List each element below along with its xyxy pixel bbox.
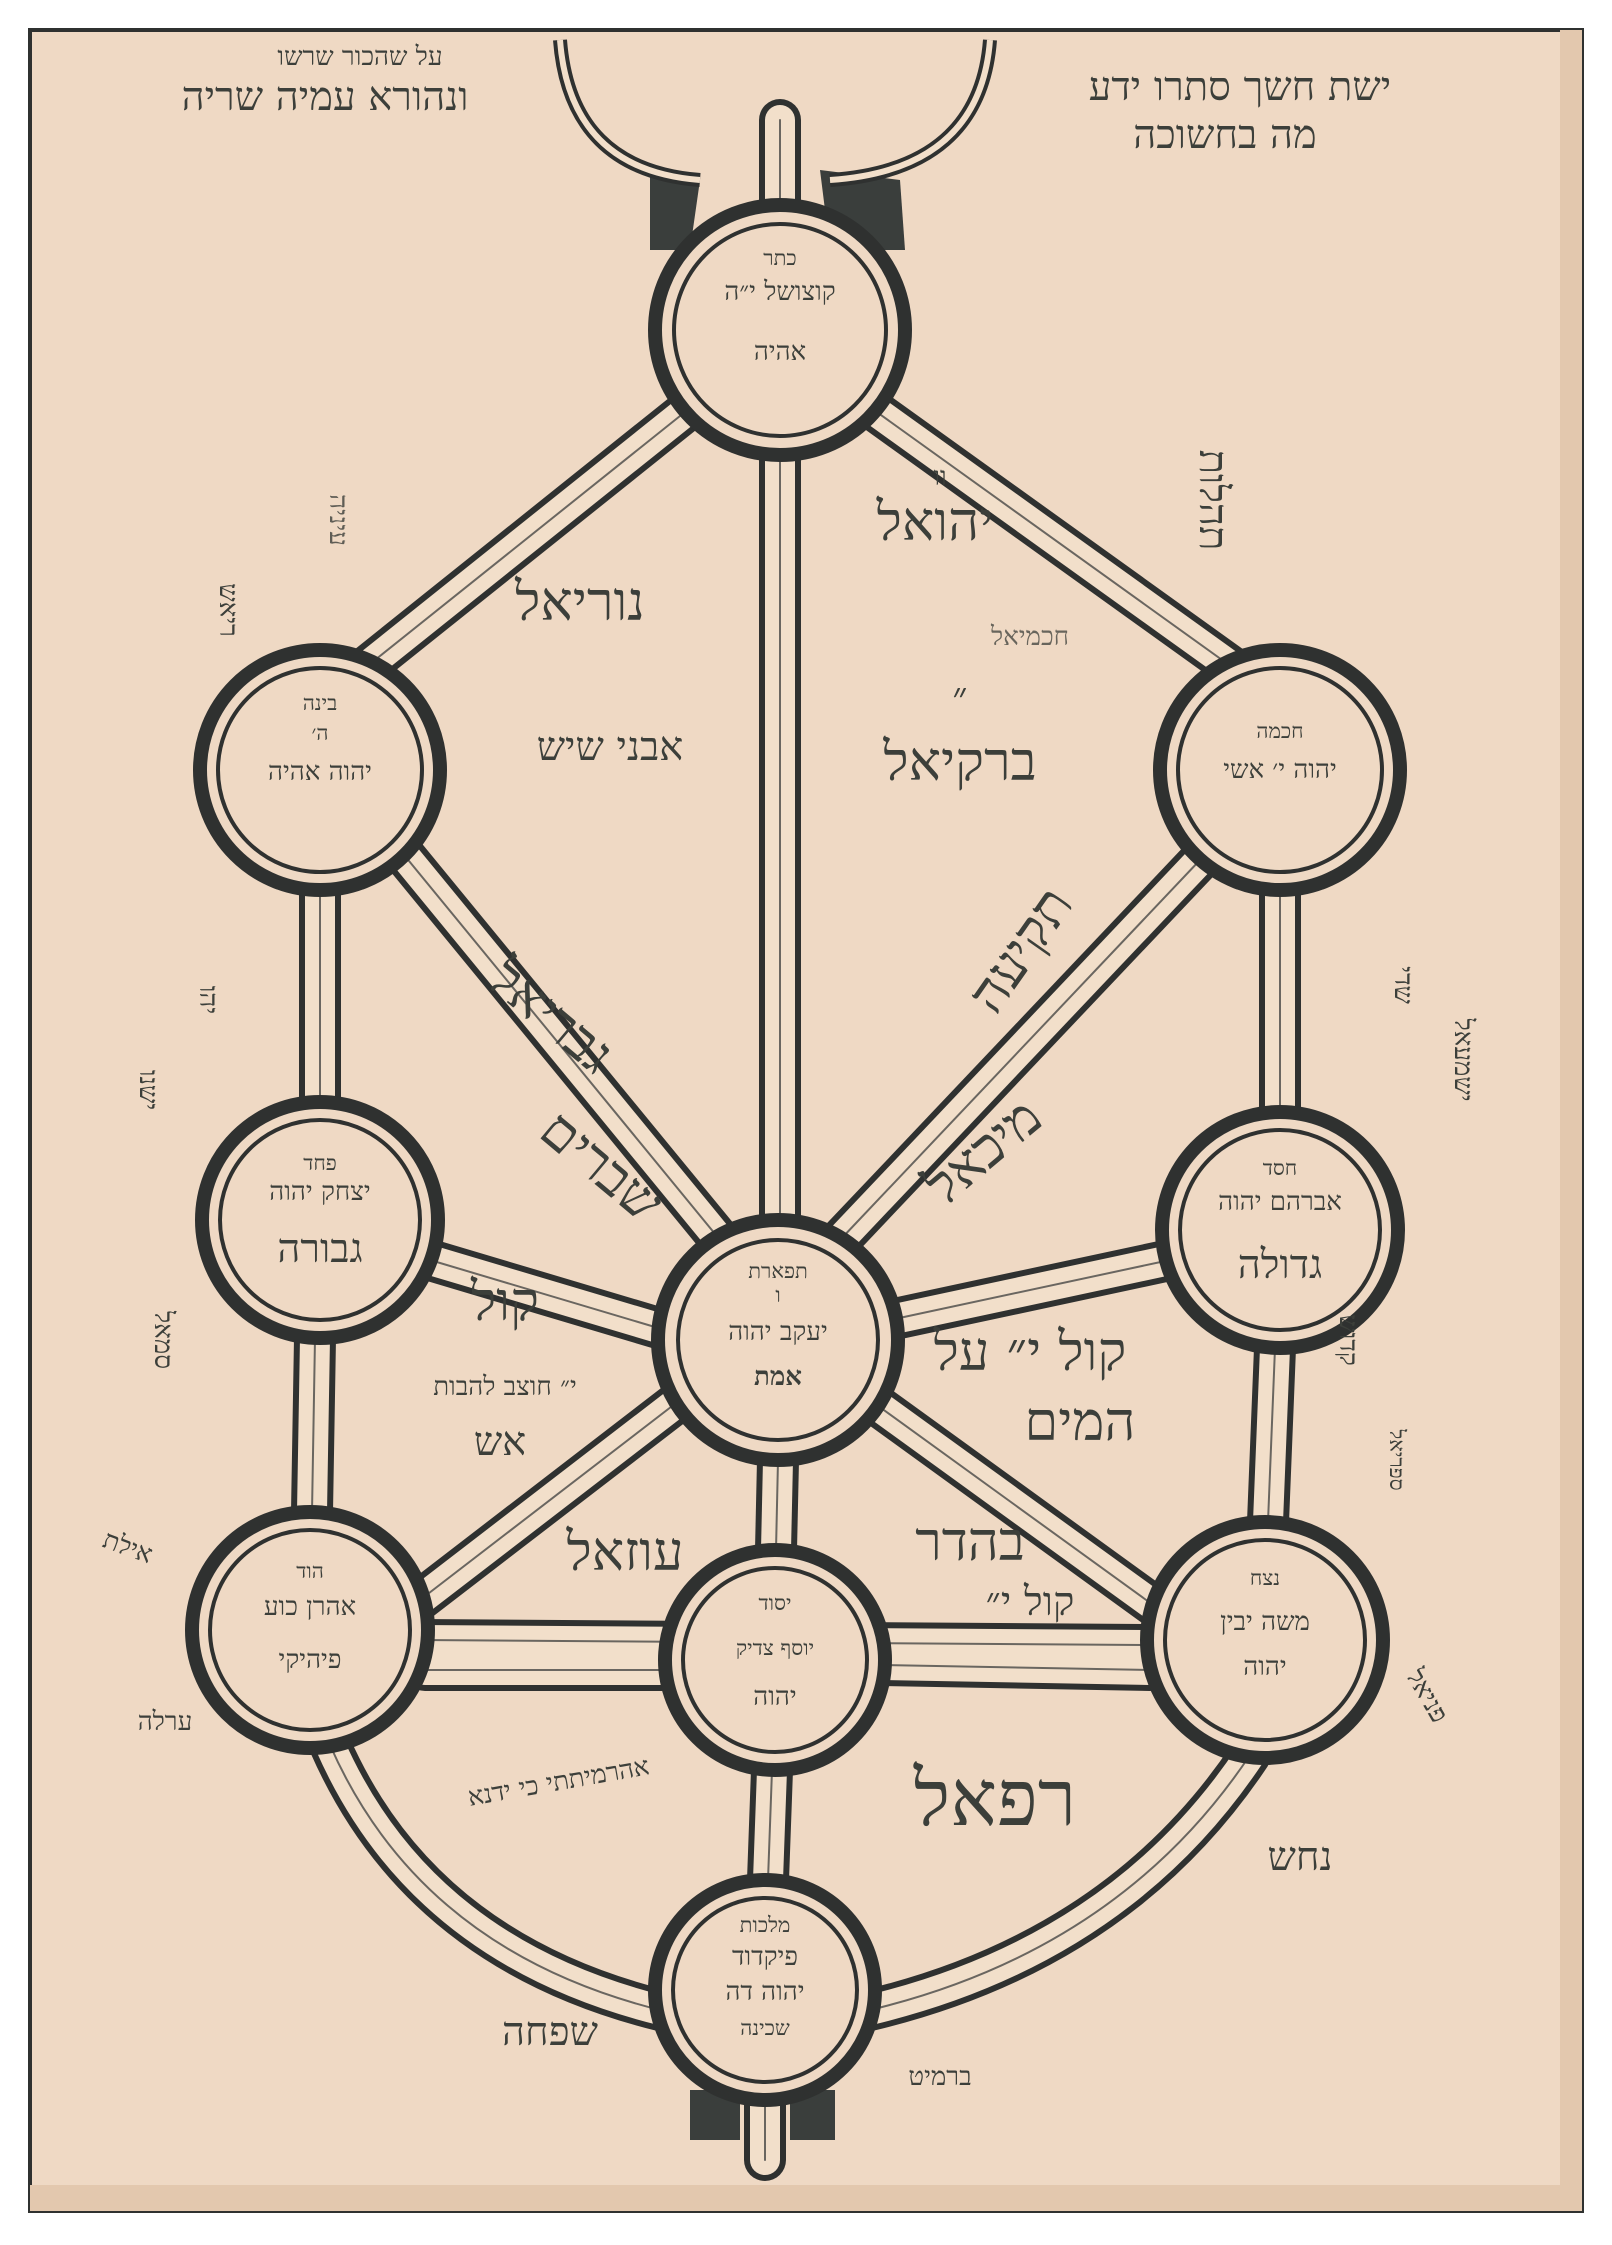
label-refael: רפאל <box>913 1754 1076 1844</box>
channel-midline-chesed-tiferet <box>889 1259 1171 1321</box>
hod-line-2: אהרן כוע <box>264 1592 356 1622</box>
malchut-line-3: יהוה דה <box>725 1977 804 2007</box>
label-barkiel-mark: ״ <box>952 674 967 720</box>
chesed-line-1: חסד <box>1263 1156 1297 1180</box>
label-kol-right: קול י״ על <box>933 1320 1127 1383</box>
yesod-line-3: יהוה <box>753 1682 796 1712</box>
margin-yishmael: ישמעאל <box>1448 1017 1478 1101</box>
bottom-ink-wash-left <box>690 2090 740 2140</box>
margin-shaddai: שדי <box>1388 966 1418 1004</box>
gevurah-line-1: פחד <box>303 1151 337 1175</box>
sefira-gevurah: פחד יצחק יהוה גבורה <box>195 1095 445 1345</box>
binah-line-1: בינה <box>303 691 338 715</box>
channel-midline-tiferet-yesod <box>775 1459 779 1551</box>
tiferet-line-2: ו <box>775 1283 780 1307</box>
label-kol-bottom: קול י״ <box>986 1579 1075 1625</box>
chochmah-line-1: חכמה <box>1256 719 1303 743</box>
yesod-line-2: יוסף צדיק <box>736 1636 814 1660</box>
margin-kadosh: קדוש <box>1333 1314 1363 1365</box>
margin-arela: ערלה <box>138 1707 193 1737</box>
margin-yishnu: ישנו <box>133 1070 163 1110</box>
sefira-chochmah: חכמה יהוה י׳ אשי <box>1153 643 1407 897</box>
channel-midline-tiferet-netzach <box>869 1399 1161 1611</box>
label-kol-left: קול <box>470 1270 539 1333</box>
bottom-ink-wash-right <box>790 2090 835 2140</box>
sefira-yesod: יסוד יוסף צדיק יהוה <box>658 1543 892 1777</box>
sefira-keter: כתר קוצושל י״ה אהיה <box>648 198 912 462</box>
margin-yaho: יהו <box>193 986 223 1014</box>
paper-right-edge <box>1560 30 1582 2211</box>
netzach-line-2: משה יבין <box>1220 1607 1310 1637</box>
tiferet-line-3: יעקב יהוה <box>728 1317 828 1347</box>
sefira-hod: הוד אהרן כוע פיהיקי <box>185 1505 435 1755</box>
sefira-netzach: נצח משה יבין יהוה <box>1140 1515 1390 1765</box>
malchut-line-2: פיקדוד <box>732 1942 798 1972</box>
label-behadar: בהדר <box>915 1510 1025 1573</box>
margin-barmut: ברמיט <box>908 2062 971 2092</box>
top-arc-inner <box>557 39 993 183</box>
margin-smael: סמאל <box>148 1310 178 1369</box>
sefira-tiferet: תפארת ו יעקב יהוה אמת <box>651 1213 905 1467</box>
margin-tehilot: תהלות <box>1190 450 1236 551</box>
channel-midline-keter-binah <box>349 399 701 681</box>
channel-midline-gevurah-hod <box>311 1337 316 1513</box>
sefira-malchut: מלכות פיקדוד יהוה דה שכינה <box>648 1873 882 2107</box>
channel-midline-hod-malchut <box>329 1744 661 2011</box>
channel-midline-chesed-netzach <box>1267 1347 1276 1523</box>
margin-raish: ריאש <box>213 583 243 637</box>
chesed-line-3: גדולה <box>1238 1242 1322 1288</box>
channel-midline-gevurah-tiferet <box>429 1259 666 1331</box>
sefira-chesed: חסד אברהם יהוה גדולה <box>1155 1105 1405 1355</box>
chesed-line-2: אברהם יהוה <box>1218 1187 1342 1217</box>
malchut-line-4: שכינה <box>740 2016 790 2040</box>
keter-line-1: כתר <box>763 246 796 270</box>
margin-nachash: נחש <box>1268 1834 1333 1880</box>
netzach-line-3: יהוה <box>1243 1652 1286 1682</box>
label-yahoel: יהואל <box>876 490 994 553</box>
channel-midline-binah-tiferet <box>399 849 721 1241</box>
channel-midline-netzach-malchut <box>869 1754 1251 2011</box>
keter-line-3: אהיה <box>754 337 806 367</box>
label-yahoel-mark: וו <box>933 462 946 492</box>
yesod-line-1: יסוד <box>759 1591 792 1615</box>
paper-bottom-edge <box>30 2185 1582 2211</box>
malchut-line-1: מלכות <box>740 1913 791 1937</box>
margin-ayin: עיניה <box>323 494 353 546</box>
channel-midline-keter-chochmah <box>859 399 1251 681</box>
channel-midline-chochmah-tiferet <box>839 859 1201 1241</box>
gevurah-line-3: גבורה <box>277 1226 362 1272</box>
label-hamayim: המים <box>1025 1390 1136 1453</box>
label-avnei-shayish: אבני שיש <box>537 724 684 770</box>
label-uzziel: עוזאל <box>565 1520 683 1583</box>
top-right-text-2: מה בחשוכה <box>1133 112 1317 158</box>
label-barkiel: ברקיאל <box>882 730 1036 793</box>
channel-midline-netzach-yesod <box>879 1664 1151 1671</box>
hod-line-3: פיהיקי <box>279 1645 342 1675</box>
label-esh: אש <box>474 1419 526 1465</box>
label-kol-left-mid: י״ חוצב להבות <box>433 1372 577 1402</box>
margin-safriel: ספריאל <box>1385 1428 1409 1490</box>
top-ink-wash-left <box>650 170 700 250</box>
label-hakmiel: חכמיאל <box>990 622 1069 652</box>
top-right-text-1: ישת חשך סתרו ידע <box>1089 64 1391 110</box>
label-neriel: נוריאל <box>514 570 645 633</box>
netzach-line-1: נצח <box>1250 1566 1280 1590</box>
binah-line-3: יהוה אהיה <box>268 757 372 787</box>
sefira-binah: בינה ה׳ יהוה אהיה <box>193 643 447 897</box>
top-left-text-2: ונהורא עמיה שריה <box>182 74 469 120</box>
keter-line-2: קוצושל י״ה <box>724 277 835 307</box>
channel-midline-yesod-malchut <box>767 1769 773 1881</box>
hod-line-1: הוד <box>296 1559 324 1583</box>
binah-line-2: ה׳ <box>312 721 329 745</box>
channel-midline-tiferet-hod <box>419 1399 681 1601</box>
gevurah-line-2: יצחק יהוה <box>269 1177 370 1207</box>
margin-shifchah: שפחה <box>502 2009 599 2055</box>
tiferet-line-4: אמת <box>754 1362 802 1392</box>
tiferet-line-1: תפארת <box>748 1259 808 1283</box>
top-left-text-1: על שהכור שרשו <box>277 42 442 72</box>
chochmah-line-2: יהוה י׳ אשי <box>1223 755 1337 785</box>
